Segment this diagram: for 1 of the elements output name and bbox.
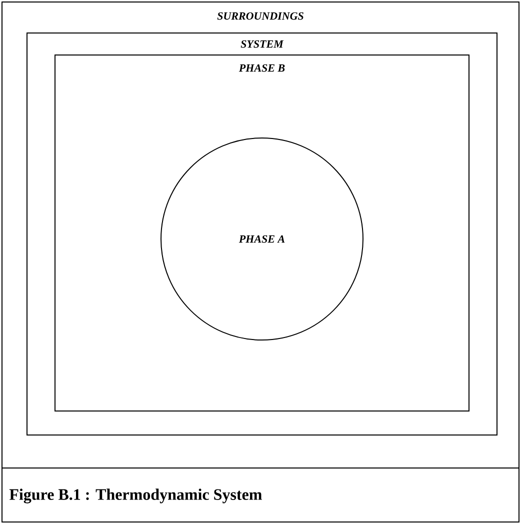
- caption-box: Figure B.1 : Thermodynamic System: [2, 468, 520, 522]
